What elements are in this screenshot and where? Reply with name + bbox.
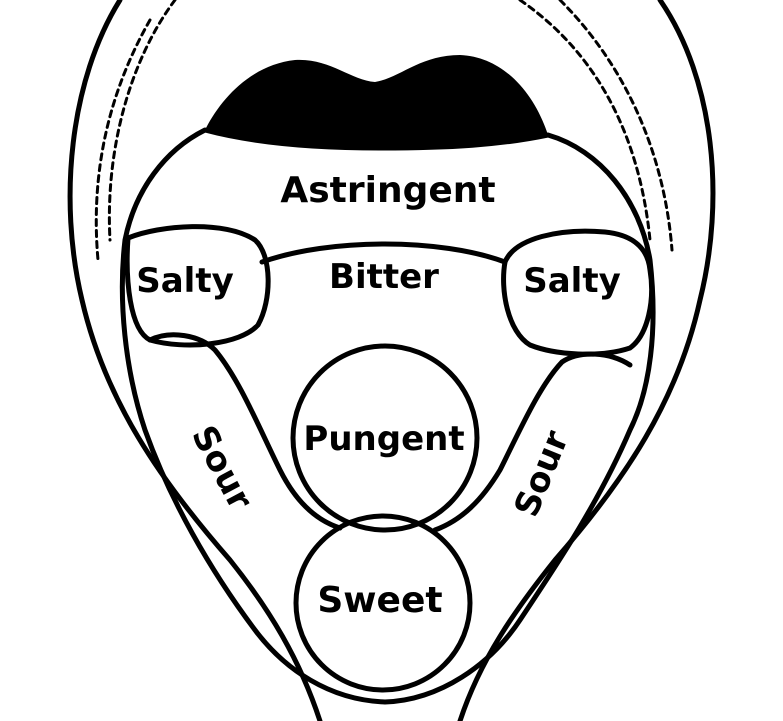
throat-shadow: [205, 55, 548, 148]
pungent-label: Pungent: [303, 419, 464, 459]
salty-left-label: Salty: [136, 261, 234, 301]
bitter-boundary: [259, 241, 508, 265]
right-sour-boundary: [432, 351, 633, 533]
right-teeth-inner: [558, 0, 674, 252]
bitter-label: Bitter: [329, 257, 439, 297]
right-teeth: [518, 0, 652, 242]
sweet-label: Sweet: [317, 580, 442, 621]
sweet-circle: [293, 513, 473, 693]
left-teeth: [107, 0, 177, 242]
tongue-outline: [119, 127, 656, 705]
salty-right-label: Salty: [523, 261, 621, 301]
left-teeth-inner: [94, 18, 152, 262]
right-jaw-outline: [457, 0, 716, 721]
left-jaw-outline: [67, 0, 323, 721]
sour-left-label: Sour: [183, 419, 260, 516]
astringent-label: Astringent: [280, 170, 495, 211]
right-salty-patch: [501, 228, 655, 357]
left-sour-boundary: [147, 332, 343, 531]
left-salty-patch: [124, 224, 271, 348]
pungent-circle: [290, 343, 480, 533]
